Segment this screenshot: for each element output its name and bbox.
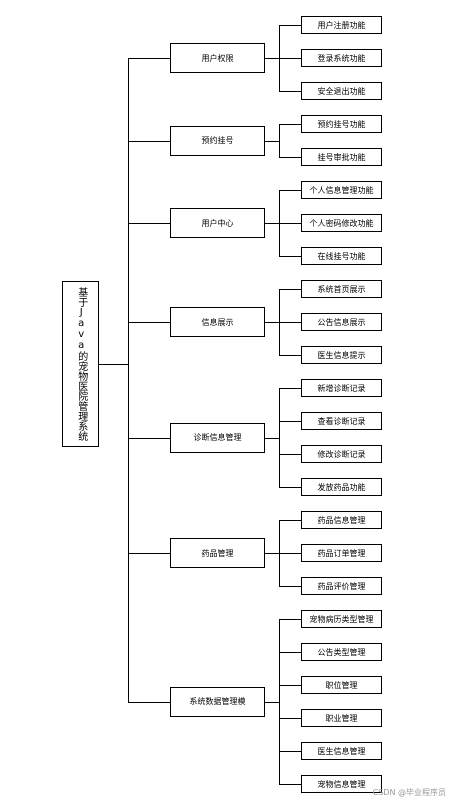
function-node: 个人密码修改功能 — [301, 214, 382, 232]
root-node: 基于Java的宠物医院管理系统 — [62, 281, 99, 447]
function-node: 药品评价管理 — [301, 577, 382, 595]
function-node: 医生信息提示 — [301, 346, 382, 364]
main-spine-line — [128, 58, 129, 703]
leaf-connector — [279, 25, 301, 26]
function-node: 在线挂号功能 — [301, 247, 382, 265]
function-node: 发放药品功能 — [301, 478, 382, 496]
leaf-connector — [279, 619, 301, 620]
leaf-connector — [279, 586, 301, 587]
function-node: 用户注册功能 — [301, 16, 382, 34]
spine-to-module-connector — [128, 58, 170, 59]
leaf-connector — [279, 157, 301, 158]
module-node: 诊断信息管理 — [170, 422, 265, 453]
function-node: 药品订单管理 — [301, 544, 382, 562]
spine-to-module-connector — [128, 140, 170, 142]
leaf-connector — [279, 91, 301, 92]
function-node: 医生信息管理 — [301, 742, 382, 760]
leaf-connector — [279, 355, 301, 356]
leaf-bus-line — [279, 388, 280, 488]
spine-to-module-connector — [128, 437, 170, 439]
watermark: CSDN @毕业程序员 — [372, 788, 446, 797]
root-connector — [99, 364, 128, 365]
function-node: 宠物信息管理 — [301, 775, 382, 793]
leaf-connector — [279, 388, 301, 389]
module-to-bus-connector — [265, 322, 279, 323]
spine-to-module-connector — [128, 322, 170, 323]
module-to-bus-connector — [265, 223, 279, 224]
function-node: 登录系统功能 — [301, 49, 382, 67]
spine-to-module-connector — [128, 553, 170, 554]
leaf-connector — [279, 553, 301, 554]
function-node: 预约挂号功能 — [301, 115, 382, 133]
leaf-connector — [279, 487, 301, 488]
leaf-connector — [279, 190, 301, 191]
module-node: 信息展示 — [170, 307, 265, 337]
module-to-bus-connector — [265, 437, 279, 439]
module-node: 用户权限 — [170, 43, 265, 73]
function-node: 查看诊断记录 — [301, 412, 382, 430]
module-node: 药品管理 — [170, 538, 265, 568]
function-node: 新增诊断记录 — [301, 379, 382, 397]
module-node: 系统数据管理模 — [170, 686, 265, 717]
leaf-connector — [279, 454, 301, 455]
leaf-connector — [279, 718, 301, 719]
leaf-bus-line — [279, 619, 280, 785]
leaf-connector — [279, 685, 301, 686]
leaf-connector — [279, 784, 301, 785]
function-node: 修改诊断记录 — [301, 445, 382, 463]
function-node: 职业管理 — [301, 709, 382, 727]
leaf-connector — [279, 520, 301, 521]
module-node: 用户中心 — [170, 208, 265, 238]
function-node: 安全退出功能 — [301, 82, 382, 100]
function-node: 药品信息管理 — [301, 511, 382, 529]
function-node: 系统首页展示 — [301, 280, 382, 298]
leaf-connector — [279, 751, 301, 752]
leaf-connector — [279, 256, 301, 257]
function-node: 挂号审批功能 — [301, 148, 382, 166]
leaf-connector — [279, 289, 301, 290]
leaf-connector — [279, 124, 301, 125]
module-node: 预约挂号 — [170, 125, 265, 156]
leaf-connector — [279, 322, 301, 323]
function-node: 公告信息展示 — [301, 313, 382, 331]
leaf-bus-line — [279, 124, 280, 158]
module-to-bus-connector — [265, 58, 279, 59]
function-node: 职位管理 — [301, 676, 382, 694]
function-node: 公告类型管理 — [301, 643, 382, 661]
spine-to-module-connector — [128, 223, 170, 224]
leaf-connector — [279, 421, 301, 422]
spine-to-module-connector — [128, 701, 170, 703]
leaf-connector — [279, 58, 301, 59]
leaf-connector — [279, 652, 301, 653]
function-node: 个人信息管理功能 — [301, 181, 382, 199]
function-node: 宠物病历类型管理 — [301, 610, 382, 628]
leaf-connector — [279, 223, 301, 224]
module-to-bus-connector — [265, 140, 279, 142]
module-to-bus-connector — [265, 701, 279, 703]
module-to-bus-connector — [265, 553, 279, 554]
